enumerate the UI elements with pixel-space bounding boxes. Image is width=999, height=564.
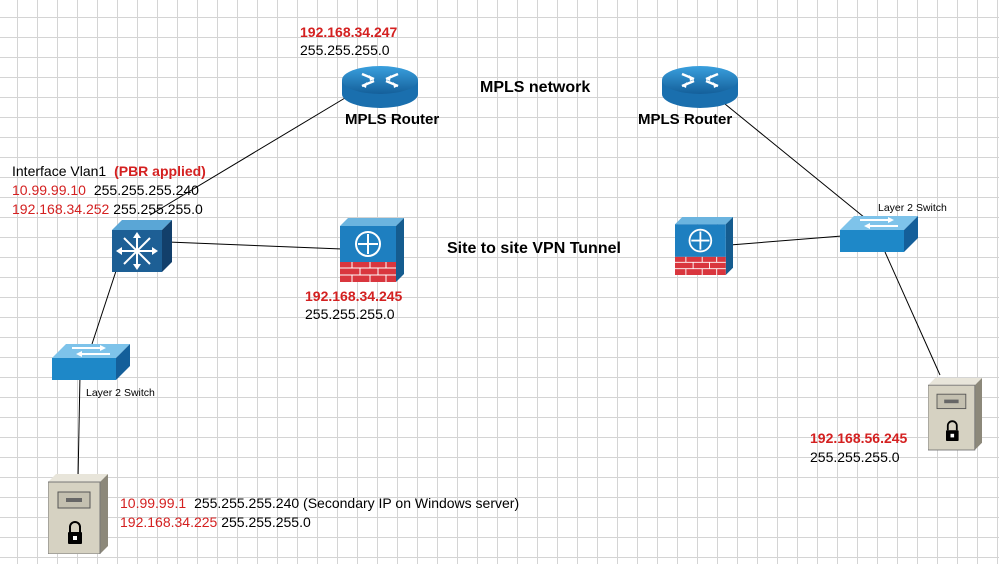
link-router-to-l2switch-right xyxy=(724,103,871,223)
vlan-ip-2: 192.168.34.252 xyxy=(12,201,110,217)
vlan-line-1: 10.99.99.10 255.255.255.240 xyxy=(12,182,199,199)
server-left-ip-1: 10.99.99.1 xyxy=(120,495,187,511)
link-l3switch-to-l2switch xyxy=(91,267,118,345)
mpls-router-right-icon[interactable] xyxy=(660,62,740,112)
vlan-mask-1: 255.255.255.240 xyxy=(93,182,199,198)
vlan-title: Interface Vlan1 (PBR applied) xyxy=(12,163,206,180)
server-left-ip-2: 192.168.34.225 xyxy=(120,514,218,530)
vlan-ip-1: 10.99.99.10 xyxy=(12,182,86,198)
server-right-mask: 255.255.255.0 xyxy=(810,449,900,465)
vlan-mask-2: 255.255.255.0 xyxy=(113,201,203,217)
server-right-ip: 192.168.56.245 xyxy=(810,430,908,446)
vpn-tunnel-label: Site to site VPN Tunnel xyxy=(447,240,621,257)
firewall-left-icon[interactable] xyxy=(340,218,404,282)
server-left-icon[interactable] xyxy=(47,474,108,555)
layer2-switch-left-label: Layer 2 Switch xyxy=(86,387,155,399)
firewall-right-icon[interactable] xyxy=(675,216,733,276)
mpls-network-label: MPLS network xyxy=(480,79,591,96)
server-left-mask-1: 255.255.255.240 (Secondary IP on Windows… xyxy=(194,495,520,511)
vlan-pbr-label: (PBR applied) xyxy=(114,163,206,179)
layer2-switch-right-icon[interactable] xyxy=(840,216,918,252)
layer2-switch-right-label: Layer 2 Switch xyxy=(878,202,947,214)
router-left-mask: 255.255.255.0 xyxy=(300,42,390,58)
vlan-line-2: 192.168.34.252 255.255.255.0 xyxy=(12,201,203,218)
link-l2switch-to-server xyxy=(77,374,81,481)
server-left-line-1: 10.99.99.1 255.255.255.240 (Secondary IP… xyxy=(120,495,519,512)
server-left-line-2: 192.168.34.225 255.255.255.0 xyxy=(120,514,311,531)
mpls-router-left-icon[interactable] xyxy=(340,62,420,112)
router-left-label: MPLS Router xyxy=(345,111,440,128)
link-l2switch-right-to-server xyxy=(884,251,941,376)
firewall-left-mask: 255.255.255.0 xyxy=(305,306,395,322)
server-right-icon[interactable] xyxy=(927,374,982,454)
link-router-to-l3switch xyxy=(149,97,346,216)
server-left-mask-2: 255.255.255.0 xyxy=(221,514,311,530)
layer2-switch-left-icon[interactable] xyxy=(52,344,130,380)
router-right-label: MPLS Router xyxy=(638,111,733,128)
link-l3switch-to-firewall xyxy=(167,241,343,250)
layer3-switch-icon[interactable] xyxy=(112,218,172,274)
vlan-title-text: Interface Vlan1 xyxy=(12,163,107,179)
router-left-ip: 192.168.34.247 xyxy=(300,24,398,40)
firewall-left-ip: 192.168.34.245 xyxy=(305,288,403,304)
link-firewall-to-l2switch-right xyxy=(729,235,843,246)
